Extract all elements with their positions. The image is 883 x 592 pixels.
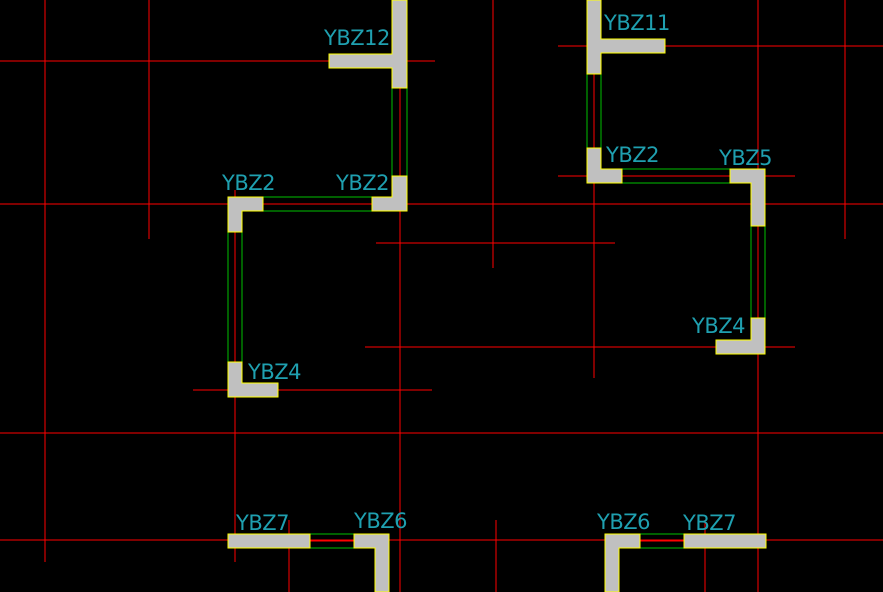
- label-ybz2-left-a: YBZ2: [221, 171, 275, 195]
- column-ybz6-left[interactable]: [353, 533, 390, 592]
- walls: [227, 74, 766, 549]
- label-ybz4-left: YBZ4: [247, 360, 301, 384]
- column-ybz4-left[interactable]: [227, 361, 279, 398]
- label-ybz7-right: YBZ7: [682, 511, 736, 535]
- label-ybz12: YBZ12: [323, 26, 390, 50]
- label-ybz6-right: YBZ6: [596, 510, 650, 534]
- column-ybz2-left[interactable]: [227, 196, 264, 233]
- label-ybz11: YBZ11: [603, 11, 670, 35]
- label-ybz4-right: YBZ4: [691, 314, 745, 338]
- column-ybz2-upper[interactable]: [371, 175, 408, 212]
- column-ybz6-right[interactable]: [604, 533, 641, 592]
- label-ybz7-left: YBZ7: [235, 511, 289, 535]
- column-ybz4-right[interactable]: [715, 317, 766, 355]
- column-ybz7-right[interactable]: [683, 533, 767, 549]
- label-ybz2-left-b: YBZ2: [335, 171, 389, 195]
- label-ybz5: YBZ5: [718, 146, 772, 170]
- label-ybz6-left: YBZ6: [353, 509, 407, 533]
- column-ybz2-right[interactable]: [586, 147, 623, 184]
- label-ybz2-right: YBZ2: [605, 143, 659, 167]
- column-ybz5[interactable]: [729, 168, 766, 227]
- edge-columns: [227, 0, 767, 592]
- column-ybz11[interactable]: [586, 0, 666, 75]
- column-ybz12[interactable]: [328, 0, 408, 89]
- column-ybz7-left[interactable]: [227, 533, 311, 549]
- column-labels: YBZ12 YBZ11 YBZ2 YBZ2 YBZ2 YBZ5 YBZ4 YBZ…: [221, 11, 772, 535]
